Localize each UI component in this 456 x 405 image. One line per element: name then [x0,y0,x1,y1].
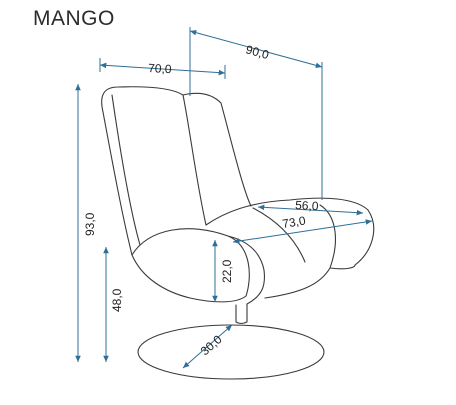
back-cushion-left [101,86,207,256]
label-seat-height: 48,0 [110,288,124,312]
dim-line-total-width [232,219,373,244]
label-total-width: 73,0 [281,213,307,231]
back-seam [111,94,141,246]
label-total-depth: 90,0 [244,42,270,62]
stem [235,303,248,325]
seat-bottom [329,264,356,270]
dim-line-backrest-width [99,62,226,76]
dim-line-base-radius [182,324,233,369]
label-base-diameter: 30,0 [198,332,225,358]
base-disc [137,324,325,380]
dimension-lines [75,27,373,369]
label-backrest-width: 70,0 [148,61,172,76]
label-seat-depth: 56,0 [295,198,319,213]
product-title: MANGO [33,7,115,30]
back-cushion-right [182,92,252,207]
dim-line-total-depth [189,29,323,69]
armrest [131,228,250,303]
label-armrest-height: 22,0 [220,259,234,283]
chair-outline [101,86,375,380]
label-total-height: 93,0 [83,212,97,236]
dim-line-seat-depth [257,204,364,216]
seat-cushion [205,197,375,266]
